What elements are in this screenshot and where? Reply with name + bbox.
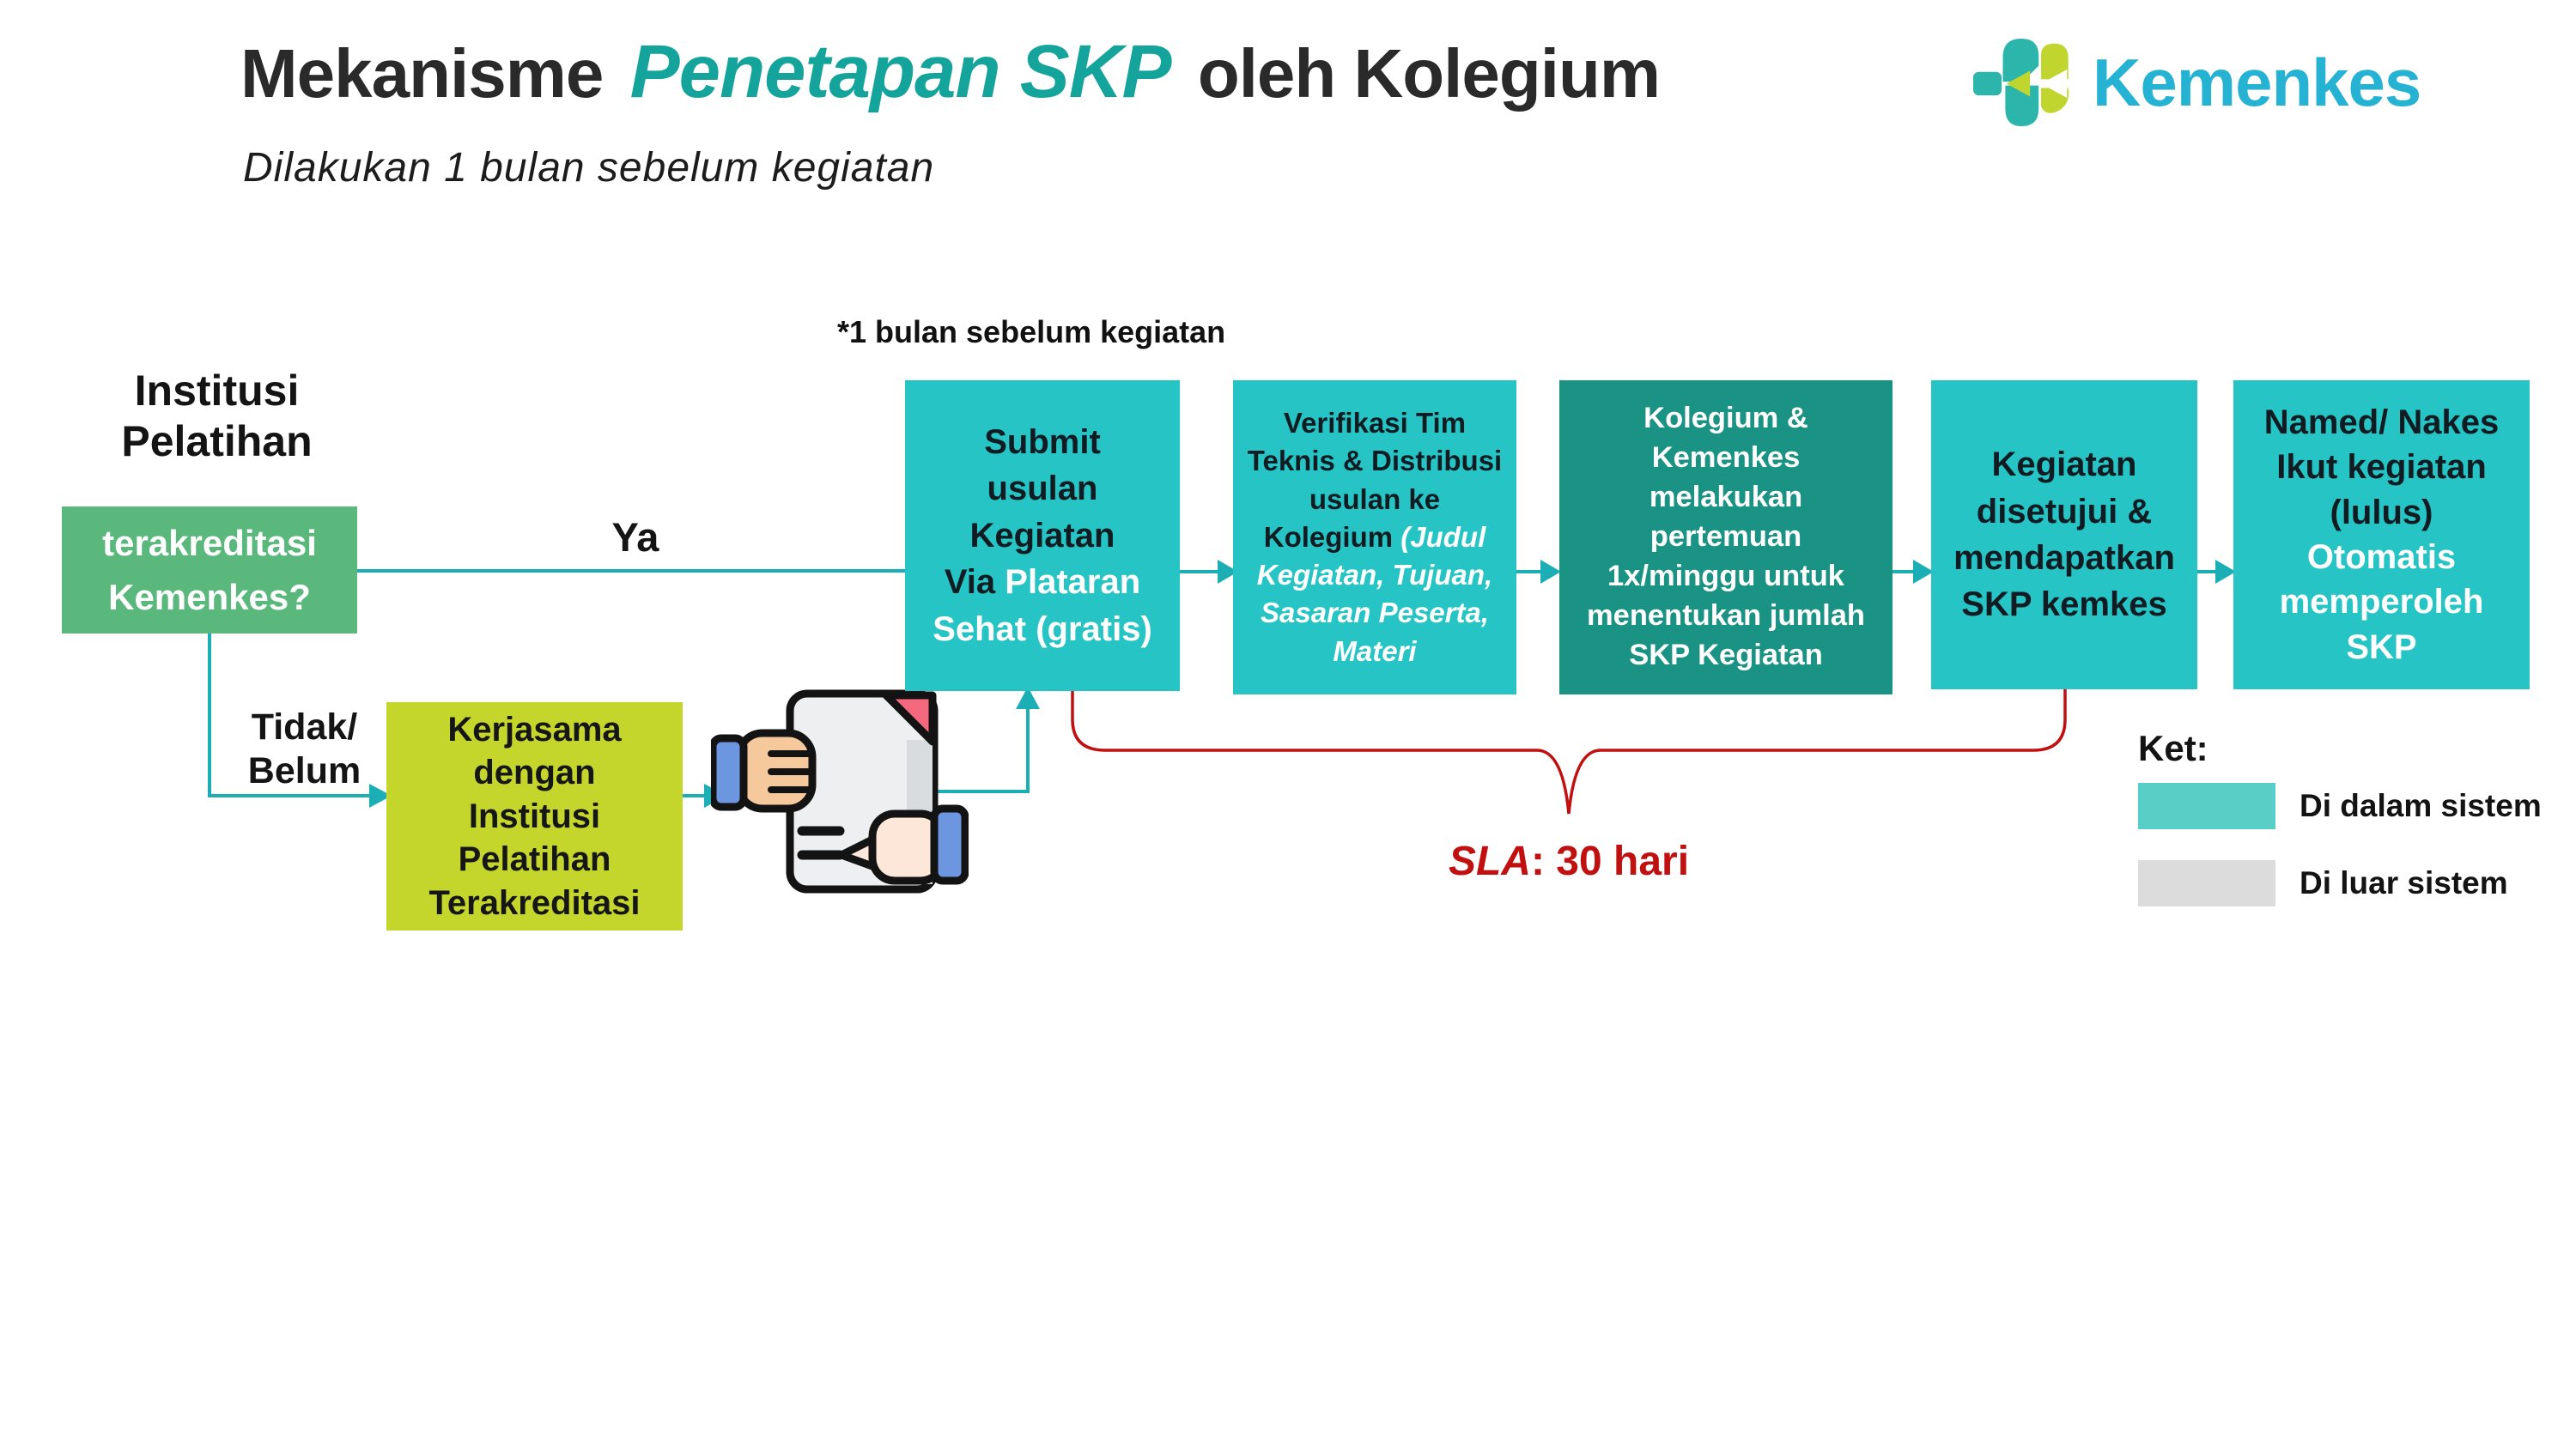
- legend-title: Ket:: [2138, 728, 2208, 768]
- flow-box-pertemuan: Kolegium & Kemenkes melakukan pertemuan …: [1559, 380, 1893, 694]
- legend-swatch-out-system: [2138, 860, 2275, 906]
- legend-item-out-system: Di luar sistem: [2138, 860, 2508, 906]
- logo-arm: [1973, 71, 2002, 96]
- kemenkes-logo-icon: [1973, 38, 2069, 127]
- arrowhead-box3: [1540, 560, 1561, 584]
- flow-box-verifikasi-text: Verifikasi Tim Teknis & Distribusi usula…: [1248, 404, 1502, 670]
- agreement-document-icon: [708, 683, 969, 928]
- title-highlight: Penetapan SKP: [629, 30, 1172, 113]
- institution-heading: Institusi Pelatihan: [121, 367, 313, 465]
- kemenkes-logo-text: Kemenkes: [2093, 44, 2421, 120]
- left-cuff: [708, 734, 748, 811]
- sla-label: SLA: 30 hari: [1440, 838, 1698, 885]
- flow-box-nakes-text-light: Otomatis memperoleh SKP: [2279, 538, 2484, 666]
- flow-box-nakes: Named/ Nakes Ikut kegiatan (lulus) Otoma…: [2233, 380, 2530, 689]
- logo-petal-topright: [2041, 43, 2069, 80]
- sla-value: : 30 hari: [1530, 839, 1690, 884]
- flow-box-pertemuan-text: Kolegium & Kemenkes melakukan pertemuan …: [1587, 402, 1865, 671]
- flow-box-submit: Submit usulan Kegiatan Via Plataran Seha…: [905, 380, 1180, 691]
- partner-box-kerjasama: Kerjasama dengan Institusi Pelatihan Ter…: [386, 702, 683, 931]
- sla-prefix: SLA: [1448, 839, 1531, 884]
- subtitle: Dilakukan 1 bulan sebelum kegiatan: [243, 145, 935, 191]
- flow-box-disetujui: Kegiatan disetujui & mendapatkan SKP kem…: [1931, 380, 2197, 689]
- logo-center-triangle: [2006, 70, 2031, 97]
- document-text-lines: [797, 826, 845, 860]
- flow-box-verifikasi-text-dark: Verifikasi Tim Teknis & Distribusi usula…: [1247, 407, 1503, 553]
- branch-no-label: Tidak/ Belum: [247, 706, 361, 791]
- logo-white-chevron: [2041, 69, 2068, 98]
- flow-box-submit-text-dark: Submit usulan Kegiatan Via: [944, 423, 1115, 602]
- flow-box-nakes-text: Named/ Nakes Ikut kegiatan (lulus) Otoma…: [2264, 400, 2499, 670]
- flow-note: *1 bulan sebelum kegiatan: [837, 314, 1226, 349]
- flow-box-nakes-text-dark: Named/ Nakes Ikut kegiatan (lulus): [2263, 403, 2500, 531]
- flow-box-submit-text: Submit usulan Kegiatan Via Plataran Seha…: [933, 419, 1152, 652]
- legend-swatch-in-system: [2138, 783, 2275, 829]
- flow-box-verifikasi: Verifikasi Tim Teknis & Distribusi usula…: [1233, 380, 1516, 694]
- kemenkes-logo: Kemenkes: [1973, 34, 2421, 130]
- flow-box-verifikasi-text-italic: (Judul Kegiatan, Tujuan, Sasaran Peserta…: [1256, 520, 1493, 667]
- branch-yes-label: Ya: [611, 514, 659, 560]
- left-hand-fingers: [768, 750, 814, 793]
- decision-box-terakreditasi: terakreditasi Kemenkes?: [62, 506, 357, 634]
- page-title: Mekanisme Penetapan SKP oleh Kolegium: [240, 30, 1661, 113]
- sla-brace: [1071, 689, 2067, 815]
- title-pre: Mekanisme: [240, 35, 622, 112]
- logo-petal-top: [2002, 38, 2039, 82]
- legend-label-in-system: Di dalam sistem: [2300, 788, 2542, 823]
- legend-item-in-system: Di dalam sistem: [2138, 783, 2542, 829]
- title-post: oleh Kolegium: [1179, 35, 1661, 112]
- logo-petal-bottom: [2005, 85, 2039, 127]
- legend-label-out-system: Di luar sistem: [2300, 865, 2508, 900]
- flow-box-disetujui-text: Kegiatan disetujui & mendapatkan SKP kem…: [1953, 446, 2175, 624]
- flow-box-submit-text-light: Plataran Sehat (gratis): [933, 563, 1152, 648]
- right-cuff: [930, 804, 969, 885]
